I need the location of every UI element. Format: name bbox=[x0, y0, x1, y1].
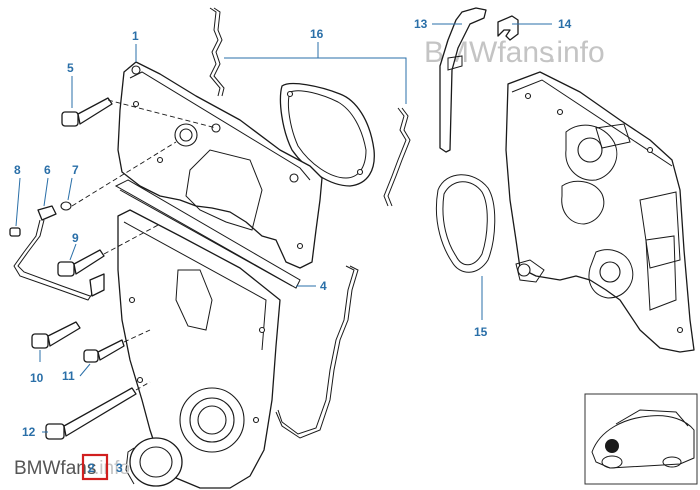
part-9-bolt bbox=[57, 249, 105, 277]
watermark-top-suffix: .info bbox=[548, 36, 605, 69]
callout-9: 9 bbox=[72, 231, 79, 245]
callout-13: 13 bbox=[414, 17, 428, 31]
callout-7: 7 bbox=[72, 163, 79, 177]
part-12-bolt bbox=[45, 387, 137, 440]
part-1-upper-timing-cover bbox=[117, 61, 323, 269]
watermark-bottom-suffix: .info bbox=[94, 458, 130, 479]
callout-6: 6 bbox=[44, 163, 51, 177]
watermark-bottom-brand: BMWfans bbox=[14, 458, 96, 479]
part-3-seal-ring bbox=[125, 437, 183, 487]
part-14-clip bbox=[497, 15, 519, 41]
engine-block bbox=[505, 71, 695, 353]
part-5-bolt bbox=[61, 97, 113, 127]
part-8-bolt bbox=[9, 227, 21, 237]
part-15-side-gasket bbox=[275, 174, 496, 439]
callout-12: 12 bbox=[22, 425, 36, 439]
alignment-lines bbox=[71, 99, 217, 391]
callout-2: 2 bbox=[88, 461, 95, 475]
lower-timing-cover bbox=[117, 209, 281, 489]
callout-15: 15 bbox=[474, 325, 488, 339]
part-16-upper-gasket bbox=[209, 7, 411, 207]
cable-bracket bbox=[89, 273, 105, 297]
leader-lines bbox=[15, 23, 552, 433]
callout-1: 1 bbox=[132, 29, 139, 43]
callout-8: 8 bbox=[14, 163, 21, 177]
callout-5: 5 bbox=[67, 61, 74, 75]
callout-16: 16 bbox=[310, 27, 324, 41]
callout-3: 3 bbox=[116, 461, 123, 475]
callouts: 1 3 4 5 6 7 8 9 10 11 12 13 14 15 16 2 bbox=[14, 17, 572, 475]
callout-4: 4 bbox=[320, 279, 327, 293]
vehicle-locator-inset bbox=[584, 393, 698, 485]
part-6-sensor bbox=[13, 205, 97, 301]
part-4-gasket-strip bbox=[114, 179, 301, 289]
callout-2-highlight bbox=[81, 453, 109, 481]
callout-14: 14 bbox=[558, 17, 572, 31]
part-11-bolt bbox=[83, 339, 125, 363]
callout-11: 11 bbox=[62, 369, 75, 383]
part-13-strip-gasket bbox=[439, 7, 487, 153]
part-10-bolt bbox=[31, 321, 81, 349]
part-7-o-ring bbox=[60, 201, 72, 211]
callout-10: 10 bbox=[30, 371, 44, 385]
